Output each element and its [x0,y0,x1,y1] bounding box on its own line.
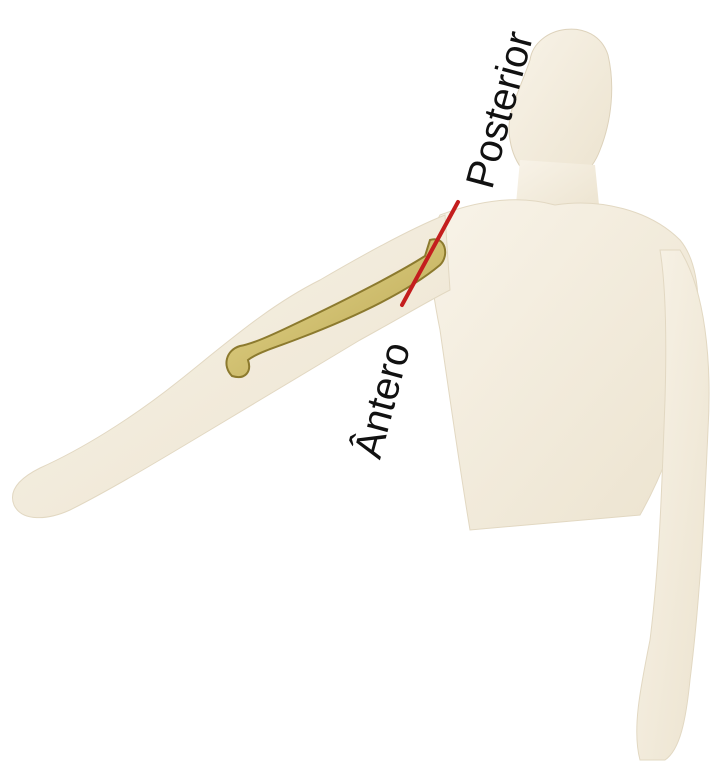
torso-shape [431,200,699,530]
